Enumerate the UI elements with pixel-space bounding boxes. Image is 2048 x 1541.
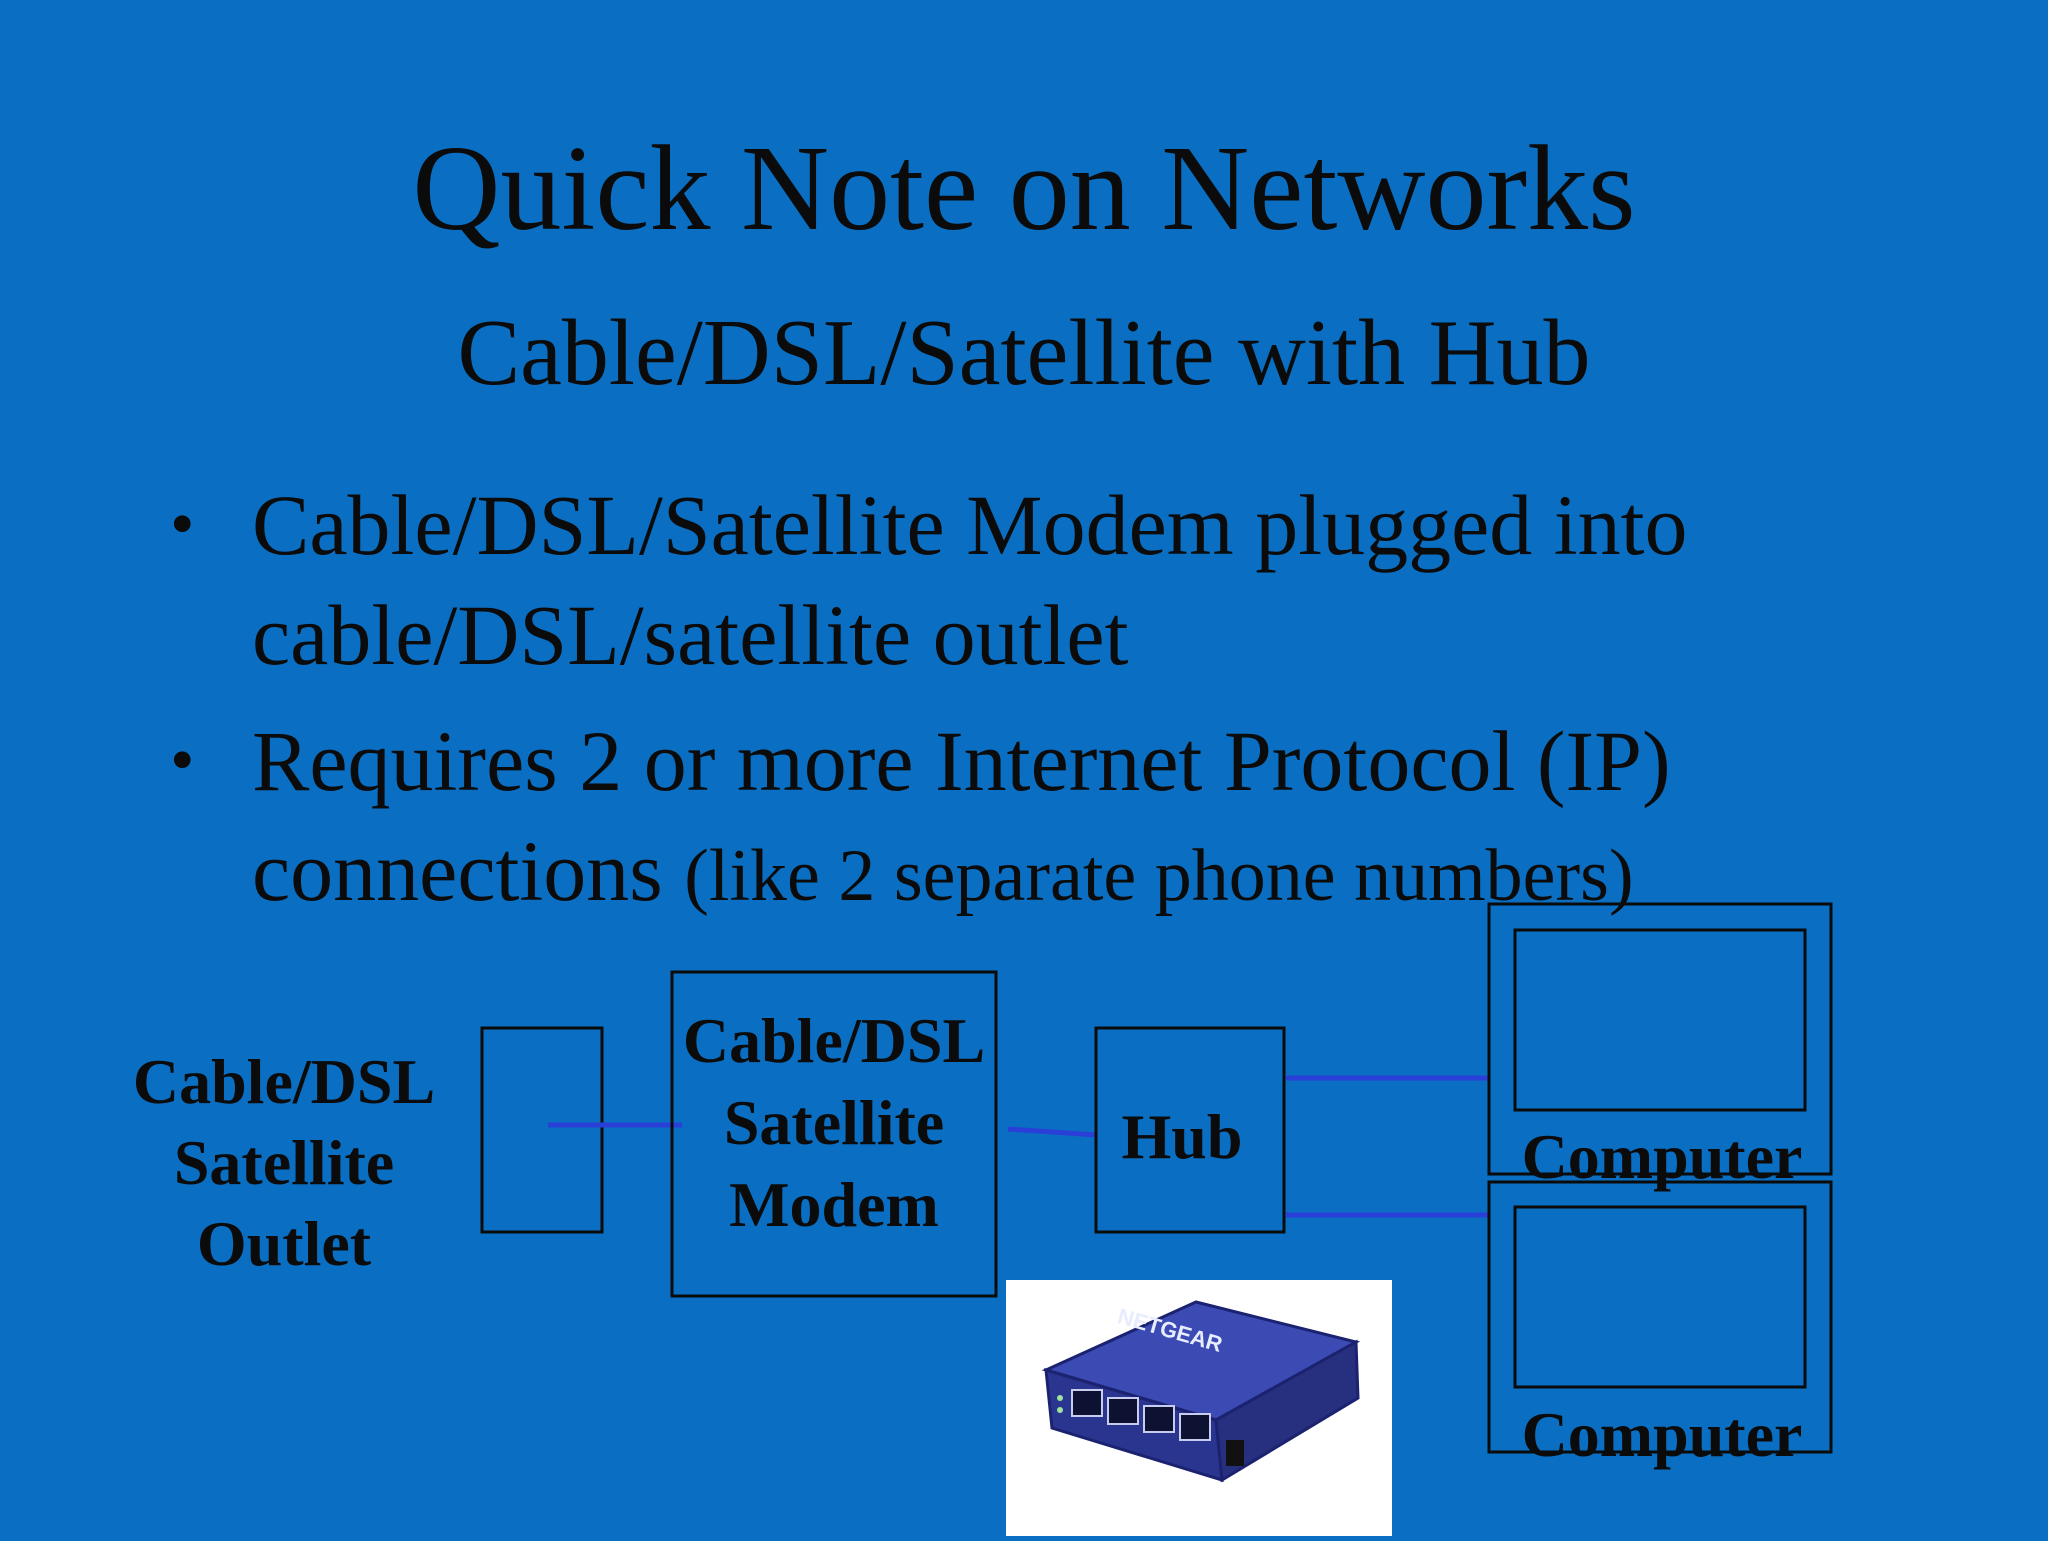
slide-title: Quick Note on Networks xyxy=(412,121,1636,256)
computer-2-case xyxy=(1487,1180,1833,1454)
bullet-icon: • xyxy=(170,722,195,799)
computer-1-label: Computer xyxy=(1522,1121,1803,1192)
bullet-icon: • xyxy=(170,486,195,563)
computer-2-screen xyxy=(1513,1205,1807,1389)
computer-1-screen xyxy=(1513,928,1807,1112)
modem-box xyxy=(670,970,998,1298)
bullet-item: • Requires 2 or more Internet Protocol (… xyxy=(170,706,2010,931)
bullet-text: Requires 2 or more Internet Protocol (IP… xyxy=(252,713,1671,919)
modem-label-line: Cable/DSL xyxy=(683,1005,985,1076)
bullet-item: • Cable/DSL/Satellite Modem plugged into… xyxy=(170,470,2010,690)
bullet-list: • Cable/DSL/Satellite Modem plugged into… xyxy=(170,470,2010,947)
hub-box xyxy=(1094,1026,1286,1234)
hub-photo: NETGEAR xyxy=(1006,1280,1392,1536)
outlet-box xyxy=(480,1026,604,1234)
computer-1: Computer xyxy=(1487,902,1833,1192)
outlet-label-line: Outlet xyxy=(197,1208,372,1279)
slide-subtitle: Cable/DSL/Satellite with Hub xyxy=(457,301,1591,405)
modem-label-line: Modem xyxy=(729,1169,939,1240)
hub-device-icon: NETGEAR xyxy=(1041,1300,1361,1483)
modem-label-line: Satellite xyxy=(724,1087,944,1158)
bullet-text: Cable/DSL/Satellite Modem plugged into c… xyxy=(252,477,1688,683)
computer-2: Computer xyxy=(1487,1180,1833,1470)
outlet-label-line: Satellite xyxy=(174,1127,394,1198)
outlet-label-line: Cable/DSL xyxy=(133,1046,435,1117)
computer-1-case xyxy=(1487,902,1833,1176)
computer-2-label: Computer xyxy=(1522,1399,1803,1470)
bullet-note: (like 2 separate phone numbers) xyxy=(684,835,1634,917)
hub-label: Hub xyxy=(1122,1101,1243,1172)
connector-modem-hub xyxy=(1007,1126,1097,1138)
